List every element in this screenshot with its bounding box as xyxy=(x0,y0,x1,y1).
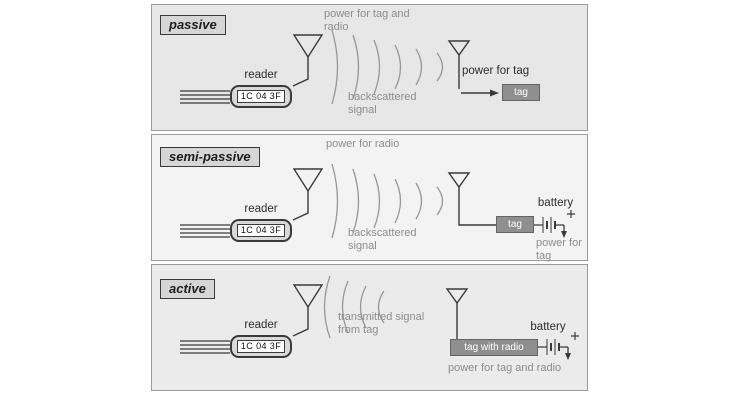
reader-label: reader xyxy=(244,319,278,331)
reader-display: 1C 04 3F xyxy=(236,340,286,353)
reader-cable-icon xyxy=(180,90,230,104)
wave-label: power for radio xyxy=(326,138,400,150)
panel-semi-passive-graphics xyxy=(180,163,575,239)
rfid-tag-types-diagram: passive power for tag and radio reader 1… xyxy=(151,4,588,394)
reader-display: 1C 04 3F xyxy=(236,224,286,237)
tag-antenna-icon xyxy=(445,288,469,339)
reader-device: 1C 04 3F xyxy=(230,85,292,108)
reader-device: 1C 04 3F xyxy=(230,335,292,358)
power-arrow-icon xyxy=(461,89,499,97)
wave-label: power for tag and radio xyxy=(324,8,410,33)
backscatter-label: backscattered signal xyxy=(348,91,417,116)
battery-icon xyxy=(538,332,579,360)
tag-box: tag with radio xyxy=(450,339,538,356)
type-label: semi-passive xyxy=(160,147,260,167)
panel-passive: passive power for tag and radio reader 1… xyxy=(151,4,588,131)
radio-waves-icon xyxy=(323,275,385,339)
reader-antenna-icon xyxy=(292,34,324,87)
reader-cable-icon xyxy=(180,340,230,354)
power-label: power for tag xyxy=(462,65,530,77)
backscatter-label: backscattered signal xyxy=(348,227,417,252)
panel-passive-graphics xyxy=(180,29,499,105)
reader-label: reader xyxy=(244,203,278,215)
type-label: active xyxy=(160,279,215,299)
reader-antenna-icon xyxy=(292,284,324,337)
reader-antenna-icon xyxy=(292,168,324,221)
reader-label: reader xyxy=(244,69,278,81)
power-label: power for tag xyxy=(536,237,582,262)
panel-active-graphics xyxy=(180,275,579,360)
tag-antenna-icon xyxy=(447,172,496,226)
type-label: passive xyxy=(160,15,226,35)
battery-label: battery xyxy=(537,197,574,209)
battery-label: battery xyxy=(530,321,566,333)
tag-antenna-icon xyxy=(447,40,471,89)
panel-active: active transmitted signal from tag reade… xyxy=(151,264,588,391)
radio-waves-icon xyxy=(331,163,444,239)
panel-semi-passive: semi-passive power for radio reader 1C 0… xyxy=(151,134,588,262)
reader-cable-icon xyxy=(180,224,230,238)
tag-box: tag xyxy=(502,84,540,101)
wave-label: transmitted signal from tag xyxy=(338,311,425,336)
reader-display: 1C 04 3F xyxy=(236,90,286,103)
battery-icon xyxy=(534,210,575,238)
radio-waves-icon xyxy=(331,29,444,105)
power-label: power for tag and radio xyxy=(448,362,562,374)
tag-box: tag xyxy=(496,216,534,233)
reader-device: 1C 04 3F xyxy=(230,219,292,242)
